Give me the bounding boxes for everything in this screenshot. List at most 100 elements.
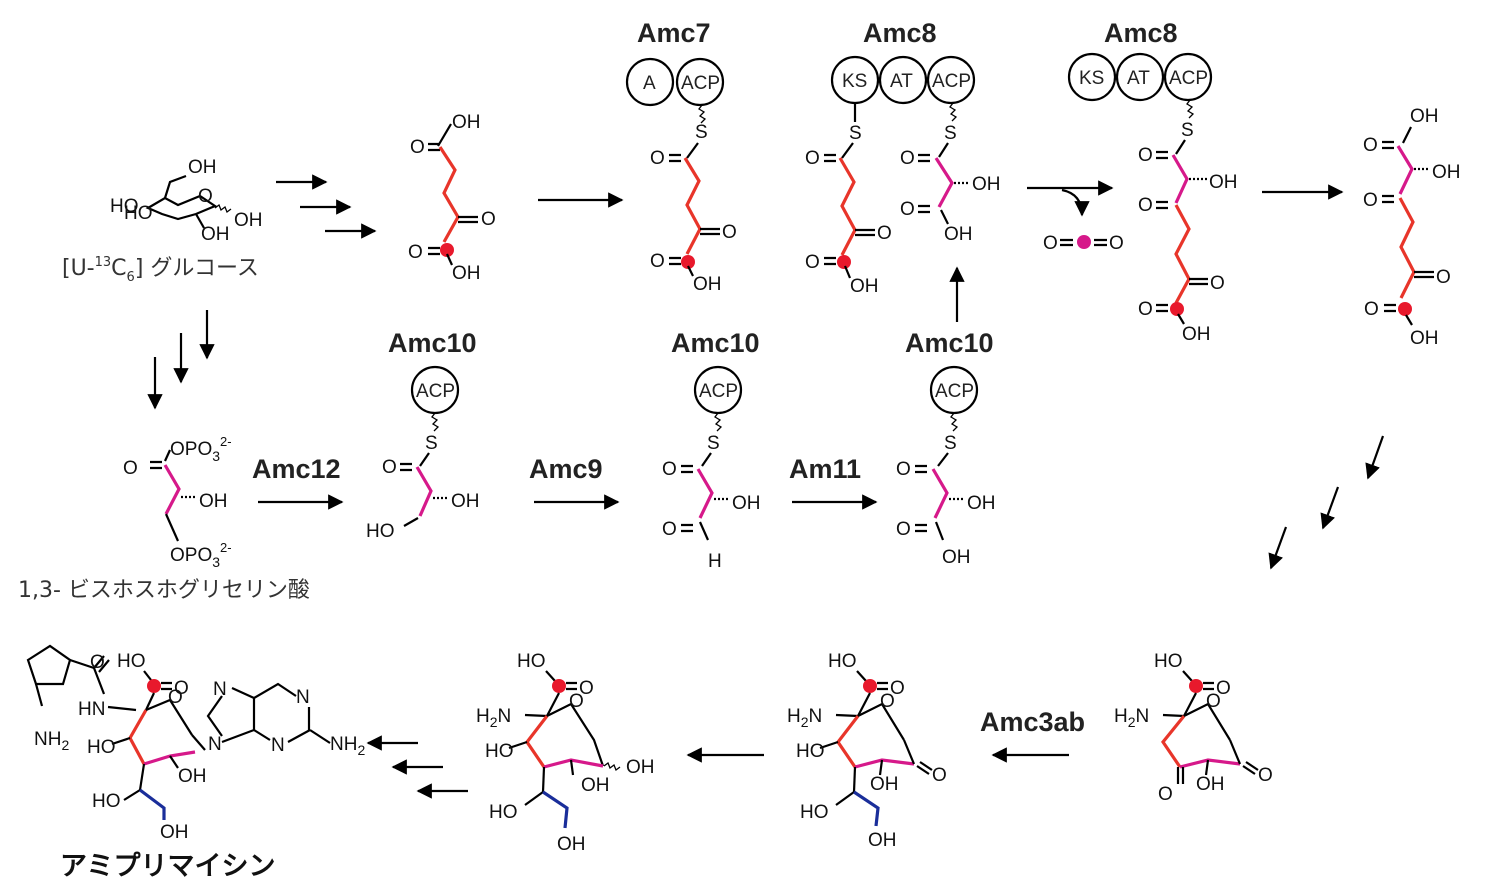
svg-text:O: O bbox=[123, 458, 138, 479]
svg-text:O: O bbox=[896, 519, 911, 540]
svg-text:O: O bbox=[877, 223, 892, 244]
svg-text:A: A bbox=[643, 73, 656, 94]
svg-text:HO: HO bbox=[87, 737, 116, 758]
svg-text:S: S bbox=[849, 123, 862, 144]
amipurimycin-structure: NH2 O HN HO O O OH HO HO OH N N N N bbox=[26, 644, 365, 882]
enzyme-label-amc10-second: Amc10 bbox=[671, 328, 760, 358]
bpg-label: 1,3- ビスホスホグリセリン酸 bbox=[18, 578, 310, 603]
amipurimycin-amine: NH2 bbox=[34, 729, 69, 753]
svg-text:HO: HO bbox=[92, 791, 121, 812]
svg-text:ACP: ACP bbox=[681, 73, 720, 94]
svg-text:O: O bbox=[722, 222, 737, 243]
svg-text:KS: KS bbox=[842, 71, 867, 92]
svg-text:HO: HO bbox=[517, 651, 546, 672]
octose-lactone-structure: HO O H2N O O OH HO HO OH bbox=[787, 651, 947, 851]
glucose-oh-right: OH bbox=[234, 210, 263, 231]
svg-text:O: O bbox=[896, 459, 911, 480]
glucose-oh-top: OH bbox=[188, 157, 217, 178]
svg-text:OH: OH bbox=[451, 491, 480, 512]
arrows-to-lactone bbox=[1268, 435, 1385, 570]
svg-text:AT: AT bbox=[890, 71, 913, 92]
svg-text:S: S bbox=[944, 433, 957, 454]
labeled-carbon-dot bbox=[440, 243, 454, 257]
svg-text:OH: OH bbox=[850, 276, 879, 297]
oxoglutarate-structure: OH O O O OH bbox=[408, 112, 496, 284]
svg-text:KS: KS bbox=[1079, 68, 1104, 89]
svg-text:O: O bbox=[1043, 233, 1058, 254]
svg-text:O: O bbox=[1364, 299, 1379, 320]
arrows-glucose-to-oxoglutarate bbox=[276, 174, 377, 239]
bpg-phosphate-top: OPO32- bbox=[170, 434, 232, 464]
svg-text:O: O bbox=[880, 691, 895, 712]
svg-text:O: O bbox=[1138, 145, 1153, 166]
svg-text:O: O bbox=[408, 242, 423, 263]
svg-text:ACP: ACP bbox=[1169, 68, 1208, 89]
svg-text:OH: OH bbox=[967, 493, 996, 514]
enzyme-label-amc10-first: Amc10 bbox=[388, 328, 477, 358]
svg-text:O: O bbox=[932, 765, 947, 786]
arrows-to-amipurimycin bbox=[366, 735, 468, 799]
svg-text:O: O bbox=[1216, 678, 1231, 699]
svg-text:O: O bbox=[890, 678, 905, 699]
enzyme-label-amc8-first: Amc8 bbox=[863, 18, 937, 48]
svg-text:O: O bbox=[481, 209, 496, 230]
svg-text:OH: OH bbox=[972, 174, 1001, 195]
svg-text:OH: OH bbox=[452, 263, 481, 284]
svg-text:HO: HO bbox=[117, 651, 146, 672]
svg-text:O: O bbox=[805, 148, 820, 169]
enzyme-label-amc8-second: Amc8 bbox=[1104, 18, 1178, 48]
svg-text:O: O bbox=[1138, 299, 1153, 320]
svg-text:OH: OH bbox=[557, 834, 586, 855]
svg-text:O: O bbox=[1258, 765, 1273, 786]
svg-text:O: O bbox=[1109, 233, 1124, 254]
svg-text:ACP: ACP bbox=[935, 381, 974, 402]
svg-text:O: O bbox=[1363, 190, 1378, 211]
svg-text:OH: OH bbox=[1410, 328, 1439, 349]
glucose-ring-o: O bbox=[198, 186, 213, 207]
svg-text:HO: HO bbox=[366, 521, 395, 542]
domain-acp bbox=[675, 57, 725, 107]
svg-text:O: O bbox=[168, 687, 183, 708]
hemiacetal-amine: H2N bbox=[476, 706, 511, 730]
glucose-ho-left: HO bbox=[110, 196, 139, 217]
svg-text:S: S bbox=[707, 433, 720, 454]
svg-text:O: O bbox=[650, 148, 665, 169]
octose-hemiacetal-structure: HO O H2N O OH OH HO HO OH bbox=[476, 651, 655, 855]
labeled-co2-carbon bbox=[1077, 235, 1091, 249]
glucose-oh-bottom: OH bbox=[201, 224, 230, 245]
svg-text:OH: OH bbox=[693, 274, 722, 295]
svg-text:O: O bbox=[1138, 195, 1153, 216]
enzyme-label-amc3ab: Amc3ab bbox=[980, 707, 1085, 737]
decarboxylation-arrow: O O bbox=[1027, 180, 1124, 254]
svg-text:S: S bbox=[1181, 120, 1194, 141]
svg-text:OH: OH bbox=[1432, 162, 1461, 183]
svg-text:O: O bbox=[650, 251, 665, 272]
svg-text:O: O bbox=[1436, 267, 1451, 288]
svg-text:HO: HO bbox=[800, 802, 829, 823]
keto-lactone-structure: HO O H2N O O O OH bbox=[1114, 651, 1273, 805]
svg-text:OH: OH bbox=[199, 491, 228, 512]
free-keto-acid-structure: OH O OH O O O OH bbox=[1363, 106, 1461, 349]
svg-text:OH: OH bbox=[870, 774, 899, 795]
svg-text:OH: OH bbox=[1182, 324, 1211, 345]
bpg-phosphate-bottom: OPO32- bbox=[170, 540, 232, 570]
amc8-product-complex: Amc8 KS AT ACP S O OH O O O OH bbox=[1067, 18, 1238, 345]
amc10-hydroxymalonyl-acp: Amc10 ACP S O OH O OH bbox=[896, 328, 996, 568]
svg-text:OH: OH bbox=[732, 493, 761, 514]
svg-text:OH: OH bbox=[1196, 774, 1225, 795]
svg-text:O: O bbox=[662, 519, 677, 540]
svg-text:O: O bbox=[1206, 691, 1221, 712]
svg-text:N: N bbox=[213, 679, 227, 700]
enzyme-label-amc10-third: Amc10 bbox=[905, 328, 994, 358]
glucose-ho-left2: HO bbox=[124, 203, 153, 224]
svg-text:OH: OH bbox=[942, 547, 971, 568]
domain-a bbox=[625, 57, 675, 107]
amc8-condensation-complex: Amc8 KS AT ACP S O O O OH S O OH O OH bbox=[805, 18, 1001, 297]
enzyme-label-amc9: Amc9 bbox=[529, 454, 603, 484]
keto-lactone-amine: H2N bbox=[1114, 706, 1149, 730]
svg-text:S: S bbox=[425, 433, 438, 454]
svg-text:S: S bbox=[695, 122, 708, 143]
svg-text:OH: OH bbox=[626, 757, 655, 778]
svg-text:O: O bbox=[410, 137, 425, 158]
